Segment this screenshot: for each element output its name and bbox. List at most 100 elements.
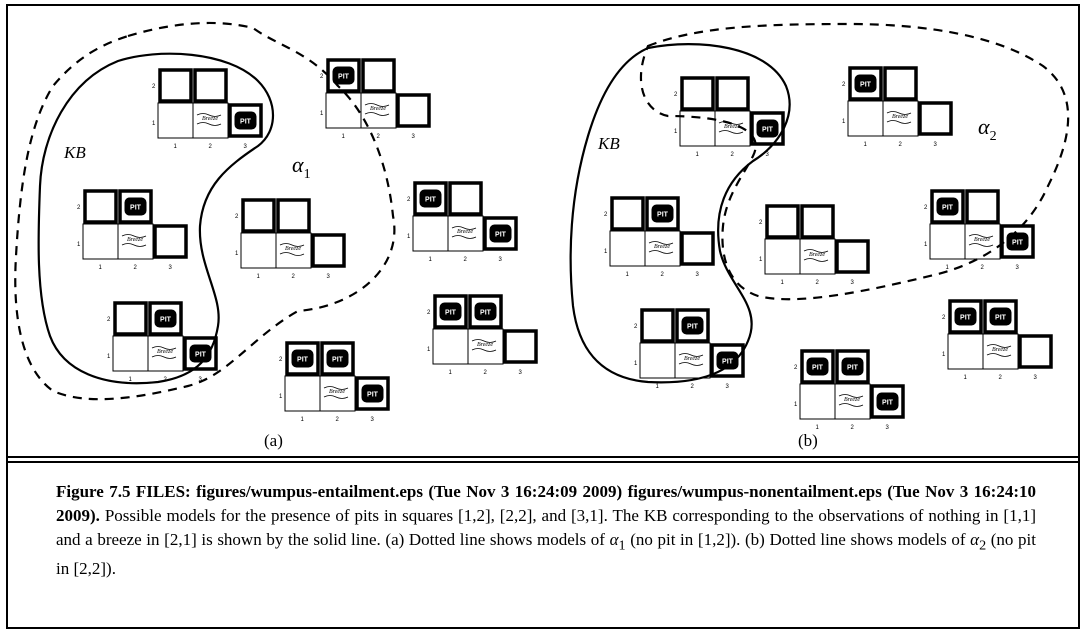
cell-1-2: [326, 58, 361, 93]
breeze-text: Breeze: [202, 116, 218, 122]
col-label-1: 1: [129, 377, 133, 383]
breeze-line-bottom: [838, 403, 864, 407]
row-label-1: 1: [407, 234, 411, 240]
alpha1-dashed-outline: [14, 21, 396, 401]
cell-2-2: [965, 189, 1000, 224]
breeze-text: Breeze: [684, 356, 700, 362]
cell-2-2: [835, 349, 870, 384]
cell-1-2: [241, 198, 276, 233]
breeze-line-top: [718, 121, 744, 125]
pit-icon-1-2-text: PIT: [425, 197, 437, 204]
cell-1-2: [640, 308, 675, 343]
breeze-text: Breeze: [285, 246, 301, 252]
pit-icon-3-1: [234, 111, 257, 130]
col-label-3: 3: [1016, 265, 1020, 271]
cell-2-1: [882, 100, 919, 137]
cell-1-1: [284, 375, 321, 412]
breeze-text: Breeze: [992, 347, 1008, 353]
breeze-line-top: [121, 234, 147, 238]
col-label-2: 2: [209, 144, 213, 150]
breeze-line-top: [986, 344, 1012, 348]
breeze-line-bottom: [364, 112, 390, 116]
col-label-1: 1: [696, 152, 700, 158]
breeze-text: Breeze: [370, 106, 386, 112]
col-label-1: 1: [626, 272, 630, 278]
breeze-line-top: [279, 243, 305, 247]
pit-icon-2-2-text: PIT: [657, 212, 669, 219]
cell-3-1: [153, 224, 188, 259]
caption-title: Figure 7.5 FILES: figures/wumpus-entailm…: [56, 482, 1036, 525]
row-label-1: 1: [794, 402, 798, 408]
breeze-line-top: [803, 249, 829, 253]
row-label-1: 1: [152, 121, 156, 127]
col-label-1: 1: [429, 257, 433, 263]
col-label-3: 3: [327, 274, 331, 280]
pit-icon-1-2: [854, 74, 877, 93]
cell-1-1: [847, 100, 884, 137]
breeze-line-bottom: [279, 252, 305, 256]
breeze-text: Breeze: [477, 342, 493, 348]
row-label-2: 2: [320, 74, 324, 80]
panel-label-a: (a): [264, 431, 283, 450]
col-label-3: 3: [886, 425, 890, 431]
row-label-1: 1: [674, 129, 678, 135]
cell-1-1: [609, 230, 646, 267]
row-label-2: 2: [794, 365, 798, 371]
cell-1-2: [158, 68, 193, 103]
pit-icon-3-1-text: PIT: [240, 119, 252, 126]
breeze-text: Breeze: [892, 114, 908, 120]
breeze-line-top: [678, 353, 704, 357]
breeze-line-bottom: [678, 362, 704, 366]
cell-2-1: [799, 238, 836, 275]
cell-1-1: [325, 92, 362, 129]
cell-3-1: [1018, 334, 1053, 369]
breeze-line-bottom: [471, 348, 497, 352]
row-label-1: 1: [320, 111, 324, 117]
cell-2-2: [448, 181, 483, 216]
cell-3-1: [835, 239, 870, 274]
cell-3-1: [1000, 224, 1035, 259]
pit-icon-2-2: [154, 309, 177, 328]
breeze-line-bottom: [151, 355, 177, 359]
col-label-1: 1: [342, 134, 346, 140]
col-label-1: 1: [816, 425, 820, 431]
col-label-1: 1: [174, 144, 178, 150]
row-label-2: 2: [407, 197, 411, 203]
row-label-1: 1: [279, 394, 283, 400]
cell-3-1: [710, 343, 745, 378]
cell-3-1: [483, 216, 518, 251]
cell-2-1: [834, 383, 871, 420]
col-label-2: 2: [731, 152, 735, 158]
col-label-2: 2: [377, 134, 381, 140]
row-label-2: 2: [759, 220, 763, 226]
row-label-2: 2: [107, 317, 111, 323]
cell-1-1: [412, 215, 449, 252]
cell-1-1: [112, 335, 149, 372]
pit-icon-3-1-text: PIT: [367, 392, 379, 399]
col-label-3: 3: [519, 370, 523, 376]
cell-2-2: [715, 76, 750, 111]
cell-3-1: [918, 101, 953, 136]
caption-rule-bottom: [8, 461, 1078, 463]
pit-icon-1-2: [936, 197, 959, 216]
cell-1-1: [799, 383, 836, 420]
breeze-line-top: [648, 241, 674, 245]
row-label-2: 2: [427, 310, 431, 316]
pit-icon-1-2: [439, 302, 462, 321]
pit-icon-3-1: [1006, 232, 1029, 251]
row-label-1: 1: [427, 347, 431, 353]
alpha2-dashed-outline: [639, 22, 1070, 301]
cell-1-1: [764, 238, 801, 275]
pit-icon-2-2: [326, 349, 349, 368]
col-label-2: 2: [999, 375, 1003, 381]
breeze-text: Breeze: [724, 124, 740, 130]
row-label-1: 1: [235, 251, 239, 257]
cell-2-2: [320, 341, 355, 376]
cell-1-1: [929, 223, 966, 260]
